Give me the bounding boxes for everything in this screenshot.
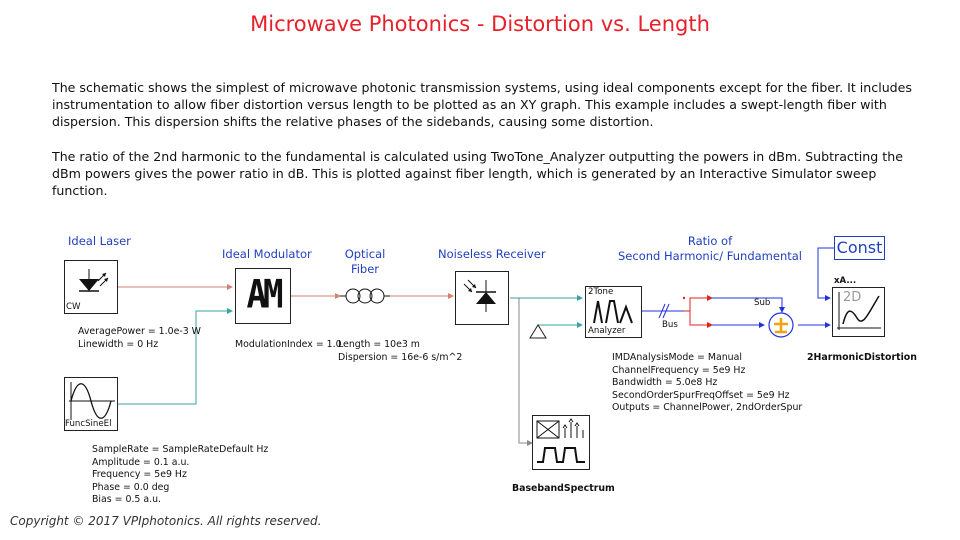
sine-params: SampleRate = SampleRateDefault Hz Amplit…	[92, 444, 268, 507]
modulator-label: Ideal Modulator	[222, 247, 312, 261]
analyzer-param: Outputs = ChannelPower, 2ndOrderSpur	[612, 402, 803, 413]
copyright-text: Copyright © 2017 VPIphotonics. All right…	[10, 514, 322, 528]
laser-params: AveragePower = 1.0e-3 W Linewidth = 0 Hz	[78, 326, 201, 351]
fiber-label-line2: Fiber	[350, 262, 380, 276]
laser-label: Ideal Laser	[68, 234, 131, 248]
description-paragraph-1: The schematic shows the simplest of micr…	[52, 80, 912, 129]
xy-graph-icon	[837, 292, 881, 330]
sine-wave-icon	[69, 382, 115, 420]
bus-label: Bus	[662, 320, 678, 330]
fiber-coil-icon[interactable]	[340, 285, 390, 307]
sine-param: Phase = 0.0 deg	[92, 481, 170, 493]
analyzer-bottom-label: Analyzer	[588, 326, 626, 336]
baseband-spectrum-module[interactable]	[532, 415, 590, 470]
analyzer-param: ChannelFrequency = 5e9 Hz	[612, 364, 746, 376]
laser-module[interactable]: CW	[64, 260, 118, 314]
receiver-label: Noiseless Receiver	[438, 247, 546, 261]
laser-param: AveragePower = 1.0e-3 W	[78, 326, 201, 337]
analyzer-param: SecondOrderSpurFreqOffset = 5e9 Hz	[612, 389, 790, 401]
xy-plot-module[interactable]: 2D	[832, 287, 885, 337]
xy-title-label: xA...	[834, 276, 857, 286]
modulator-params: ModulationIndex = 1.0	[235, 339, 342, 352]
spectrum-analyzer-icon	[536, 418, 585, 463]
page-title: Microwave Photonics - Distortion vs. Len…	[250, 12, 710, 36]
receiver-module[interactable]	[455, 271, 509, 325]
const-module[interactable]: Const	[834, 236, 885, 260]
analyzer-top-label: 2Tone	[588, 287, 614, 297]
ratio-label: Ratio of Second Harmonic/ Fundamental	[610, 234, 810, 264]
modulator-module[interactable]: AM	[235, 268, 291, 324]
modulator-param: ModulationIndex = 1.0	[235, 339, 342, 350]
subtract-adder-icon[interactable]	[764, 311, 798, 341]
spectrum-peaks-icon	[593, 300, 633, 324]
analyzer-param: Bandwidth = 5.0e8 Hz	[612, 377, 718, 388]
sine-param: Bias = 0.5 a.u.	[92, 494, 162, 505]
am-glyph: AM	[246, 272, 284, 318]
two-tone-analyzer-module[interactable]: 2Tone Analyzer	[585, 286, 642, 338]
description-paragraph-2: The ratio of the 2nd harmonic to the fun…	[52, 149, 903, 198]
fiber-label-line1: Optical	[344, 247, 386, 261]
funcsine-module[interactable]: FuncSineEl	[64, 377, 118, 431]
ratio-label-line2: Second Harmonic/ Fundamental	[618, 249, 802, 263]
analyzer-param: IMDAnalysisMode = Manual	[612, 352, 742, 363]
fiber-param: Dispersion = 16e-6 s/m^2	[338, 351, 463, 363]
xy-glyph: 2D	[843, 290, 862, 305]
sine-param: SampleRate = SampleRateDefault Hz	[92, 444, 269, 455]
xy-plot-name: 2HarmonicDistortion	[807, 352, 917, 363]
analyzer-params: IMDAnalysisMode = Manual ChannelFrequenc…	[612, 352, 802, 415]
baseband-spectrum-name: BasebandSpectrum	[512, 483, 615, 494]
fiber-label: Optical Fiber	[330, 247, 400, 277]
ratio-label-line1: Ratio of	[687, 234, 733, 248]
sine-param: Frequency = 5e9 Hz	[92, 469, 187, 480]
fiber-param: Length = 10e3 m	[338, 339, 420, 350]
cw-label: CW	[66, 302, 81, 312]
laser-param: Linewidth = 0 Hz	[78, 338, 159, 350]
photodiode-icon	[463, 279, 496, 312]
laser-diode-icon	[79, 269, 109, 292]
fiber-params: Length = 10e3 m Dispersion = 16e-6 s/m^2	[338, 339, 462, 364]
sub-label: Sub	[754, 298, 771, 308]
funcsine-label: FuncSineEl	[65, 419, 112, 429]
sine-param: Amplitude = 0.1 a.u.	[92, 456, 190, 468]
